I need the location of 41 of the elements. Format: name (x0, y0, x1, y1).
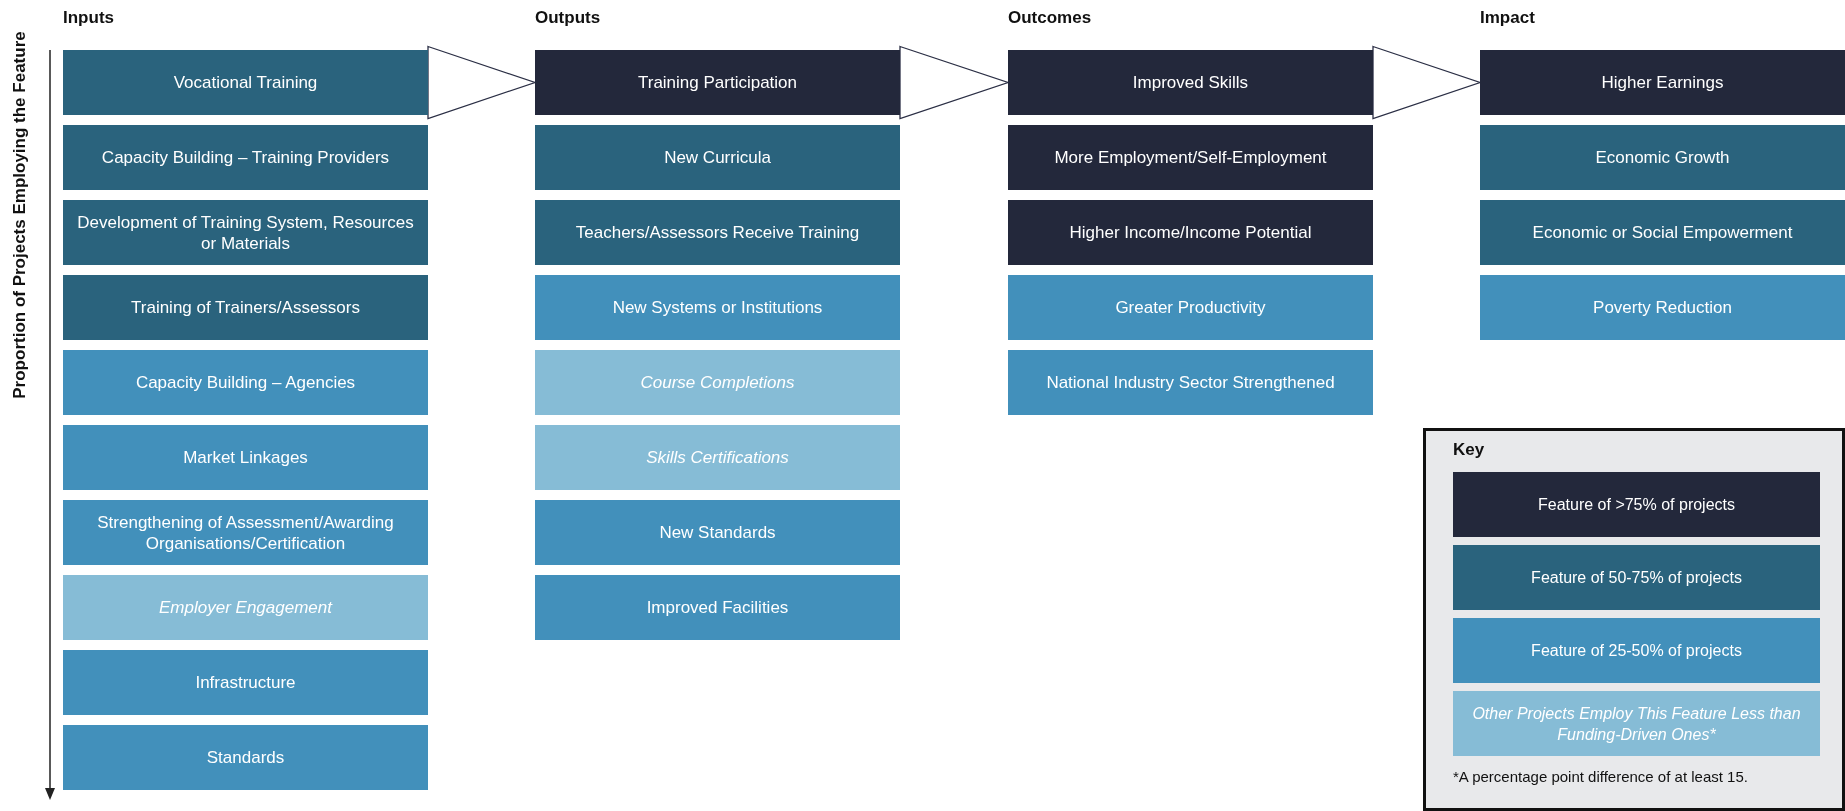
feature-box: More Employment/Self-Employment (1008, 125, 1373, 190)
feature-box: New Curricula (535, 125, 900, 190)
axis-label: Proportion of Projects Employing the Feature (10, 30, 30, 401)
feature-box: Training of Trainers/Assessors (63, 275, 428, 340)
feature-box: New Standards (535, 500, 900, 565)
feature-box: Improved Skills (1008, 50, 1373, 115)
feature-box: Higher Income/Income Potential (1008, 200, 1373, 265)
column-heading: Outcomes (1008, 8, 1092, 28)
column-heading: Outputs (535, 8, 601, 28)
key-heading: Key (1453, 440, 1485, 460)
legend-swatch: Feature of >75% of projects (1453, 472, 1820, 537)
feature-box: Standards (63, 725, 428, 790)
feature-box: Market Linkages (63, 425, 428, 490)
feature-box: Higher Earnings (1480, 50, 1845, 115)
column-heading: Impact (1480, 8, 1535, 28)
legend-swatch: Feature of 50-75% of projects (1453, 545, 1820, 610)
feature-box: Skills Certifications (535, 425, 900, 490)
chevron-arrow (427, 45, 538, 120)
feature-box: Poverty Reduction (1480, 275, 1845, 340)
feature-box: Vocational Training (63, 50, 428, 115)
legend-swatch: Other Projects Employ This Feature Less than Funding-Driven Ones* (1453, 691, 1820, 756)
feature-box: Training Participation (535, 50, 900, 115)
feature-box: Strengthening of Assessment/Awarding Organisations/Certification (63, 500, 428, 565)
chevron-arrow (1372, 45, 1483, 120)
feature-box: Infrastructure (63, 650, 428, 715)
chevron-arrow (899, 45, 1011, 120)
feature-box: Economic or Social Empowerment (1480, 200, 1845, 265)
feature-box: Teachers/Assessors Receive Training (535, 200, 900, 265)
feature-box: New Systems or Institutions (535, 275, 900, 340)
feature-box: National Industry Sector Strengthened (1008, 350, 1373, 415)
feature-box: Greater Productivity (1008, 275, 1373, 340)
footnote: *A percentage point difference of at least 15. (1453, 768, 1748, 785)
feature-box: Employer Engagement (63, 575, 428, 640)
feature-box: Capacity Building – Training Providers (63, 125, 428, 190)
feature-box: Economic Growth (1480, 125, 1845, 190)
column-heading: Inputs (63, 8, 114, 28)
legend-swatch: Feature of 25-50% of projects (1453, 618, 1820, 683)
feature-box: Improved Facilities (535, 575, 900, 640)
feature-box: Course Completions (535, 350, 900, 415)
feature-box: Capacity Building – Agencies (63, 350, 428, 415)
feature-box: Development of Training System, Resources or Materials (63, 200, 428, 265)
